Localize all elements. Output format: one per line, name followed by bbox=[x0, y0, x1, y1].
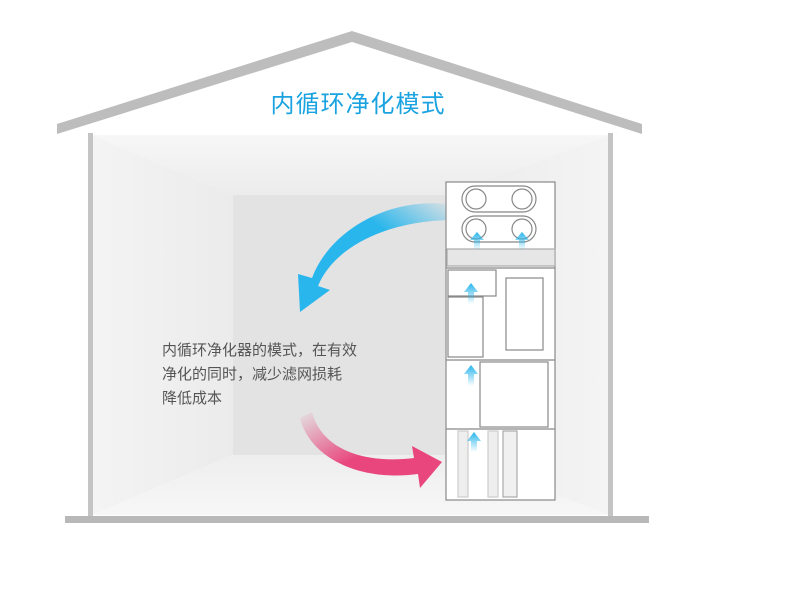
mode-description: 内循环净化器的模式，在有效 净化的同时，减少滤网损耗 降低成本 bbox=[162, 338, 357, 410]
airflow-up-arrows bbox=[464, 232, 529, 452]
right-wall-edge bbox=[608, 133, 613, 518]
description-line: 降低成本 bbox=[162, 389, 223, 407]
circulation-arrow-blue bbox=[298, 203, 455, 312]
description-line: 净化的同时，减少滤网损耗 bbox=[162, 365, 343, 383]
description-line: 内循环净化器的模式，在有效 bbox=[162, 341, 358, 359]
back-wall bbox=[233, 195, 445, 455]
circulation-arrow-pink bbox=[300, 412, 442, 488]
left-wall-edge bbox=[88, 133, 93, 518]
ceiling bbox=[92, 135, 610, 195]
page-title: 内循环净化模式 bbox=[270, 90, 446, 118]
left-wall bbox=[92, 135, 233, 515]
purifier-unit bbox=[445, 181, 556, 501]
floor-base bbox=[65, 516, 649, 523]
